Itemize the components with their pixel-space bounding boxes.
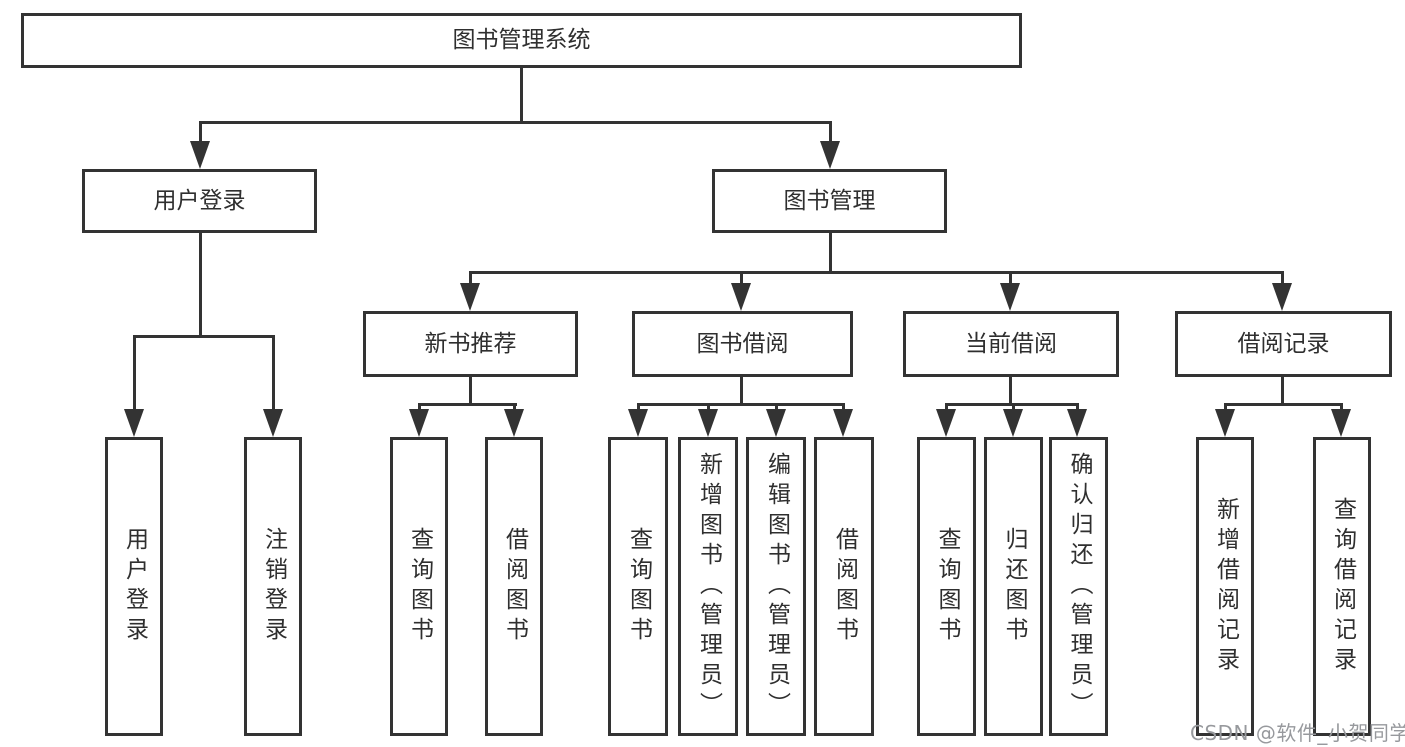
leaf-label: 查询图书 — [625, 526, 652, 647]
arrow-down-icon — [766, 409, 786, 437]
arrow-down-icon — [1067, 409, 1087, 437]
leaf-label: 借阅图书 — [831, 526, 858, 647]
arrow-down-icon — [628, 409, 648, 437]
connector-line — [829, 121, 832, 143]
arrow-down-icon — [263, 409, 283, 437]
leaf-borrow-books-recommend: 借阅图书 — [485, 437, 543, 736]
connector-line — [469, 377, 472, 406]
leaf-edit-book-admin: 编辑图书（管理员） — [746, 437, 806, 736]
leaf-label: 编辑图书（管理员） — [763, 451, 790, 722]
arrow-down-icon — [731, 283, 751, 311]
leaf-confirm-return-admin: 确认归还（管理员） — [1049, 437, 1108, 736]
connector-line — [418, 403, 517, 406]
leaf-label: 注销登录 — [260, 526, 287, 647]
connector-line — [1076, 403, 1079, 413]
connector-line — [842, 403, 845, 413]
connector-line — [1009, 377, 1012, 406]
leaf-label: 用户登录 — [121, 526, 148, 647]
connector-line — [707, 403, 710, 413]
connector-line — [199, 121, 832, 124]
node-user-login: 用户登录 — [82, 169, 317, 233]
leaf-return-book: 归还图书 — [984, 437, 1043, 736]
node-book-management: 图书管理 — [712, 169, 947, 233]
leaf-user-login: 用户登录 — [105, 437, 163, 736]
arrow-down-icon — [190, 141, 210, 169]
connector-line — [469, 271, 1284, 274]
node-label: 借阅记录 — [1237, 330, 1330, 357]
leaf-query-borrow-record: 查询借阅记录 — [1313, 437, 1371, 736]
connector-line — [469, 271, 472, 287]
arrow-down-icon — [833, 409, 853, 437]
leaf-add-book-admin: 新增图书（管理员） — [678, 437, 738, 736]
connector-line — [520, 68, 523, 122]
connector-line — [133, 335, 275, 338]
leaf-logout: 注销登录 — [244, 437, 302, 736]
arrow-down-icon — [460, 283, 480, 311]
connector-line — [272, 335, 275, 411]
node-label: 用户登录 — [153, 187, 246, 214]
node-label: 图书管理 — [783, 187, 876, 214]
connector-line — [1224, 403, 1343, 406]
leaf-label: 归还图书 — [1001, 526, 1027, 647]
connector-line — [133, 335, 136, 411]
connector-line — [637, 403, 640, 413]
leaf-label: 查询借阅记录 — [1329, 496, 1356, 677]
leaf-label: 新增借阅记录 — [1212, 496, 1239, 677]
leaf-label: 查询图书 — [934, 526, 960, 647]
arrow-down-icon — [1331, 409, 1351, 437]
arrow-down-icon — [1215, 409, 1235, 437]
connector-line — [740, 271, 743, 287]
connector-line — [1224, 403, 1227, 413]
leaf-borrow-books: 借阅图书 — [814, 437, 874, 736]
connector-line — [199, 121, 202, 143]
connector-line — [513, 403, 516, 413]
node-library-system: 图书管理系统 — [21, 13, 1022, 68]
leaf-label: 查询图书 — [406, 526, 433, 647]
arrow-down-icon — [1272, 283, 1292, 311]
leaf-label: 借阅图书 — [501, 526, 528, 647]
csdn-watermark: CSDN @软件_小贺同学 — [1190, 721, 1405, 745]
arrow-down-icon — [1003, 409, 1023, 437]
node-label: 新书推荐 — [424, 330, 517, 357]
node-borrow-records: 借阅记录 — [1175, 311, 1392, 377]
connector-line — [1340, 403, 1343, 413]
arrow-down-icon — [409, 409, 429, 437]
node-label: 当前借阅 — [965, 330, 1057, 357]
leaf-label: 确认归还（管理员） — [1066, 451, 1092, 722]
arrow-down-icon — [124, 409, 144, 437]
arrow-down-icon — [936, 409, 956, 437]
connector-line — [775, 403, 778, 413]
leaf-add-borrow-record: 新增借阅记录 — [1196, 437, 1254, 736]
connector-line — [1281, 377, 1284, 406]
arrow-down-icon — [820, 141, 840, 169]
connector-line — [1009, 271, 1012, 287]
connector-line — [945, 403, 948, 413]
leaf-query-books-borrow: 查询图书 — [608, 437, 668, 736]
node-label: 图书管理系统 — [452, 27, 591, 53]
node-label: 图书借阅 — [696, 330, 789, 357]
connector-line — [199, 233, 202, 337]
connector-line — [1012, 403, 1015, 413]
connector-line — [1281, 271, 1284, 287]
arrow-down-icon — [504, 409, 524, 437]
node-new-book-recommend: 新书推荐 — [363, 311, 578, 377]
leaf-label: 新增图书（管理员） — [695, 451, 722, 722]
connector-line — [829, 233, 832, 274]
arrow-down-icon — [1000, 283, 1020, 311]
connector-line — [740, 377, 743, 406]
connector-line — [418, 403, 421, 413]
connector-line — [637, 403, 845, 406]
node-current-borrow: 当前借阅 — [903, 311, 1119, 377]
leaf-query-books-recommend: 查询图书 — [390, 437, 448, 736]
arrow-down-icon — [698, 409, 718, 437]
leaf-query-books-current: 查询图书 — [917, 437, 976, 736]
node-book-borrow: 图书借阅 — [632, 311, 853, 377]
